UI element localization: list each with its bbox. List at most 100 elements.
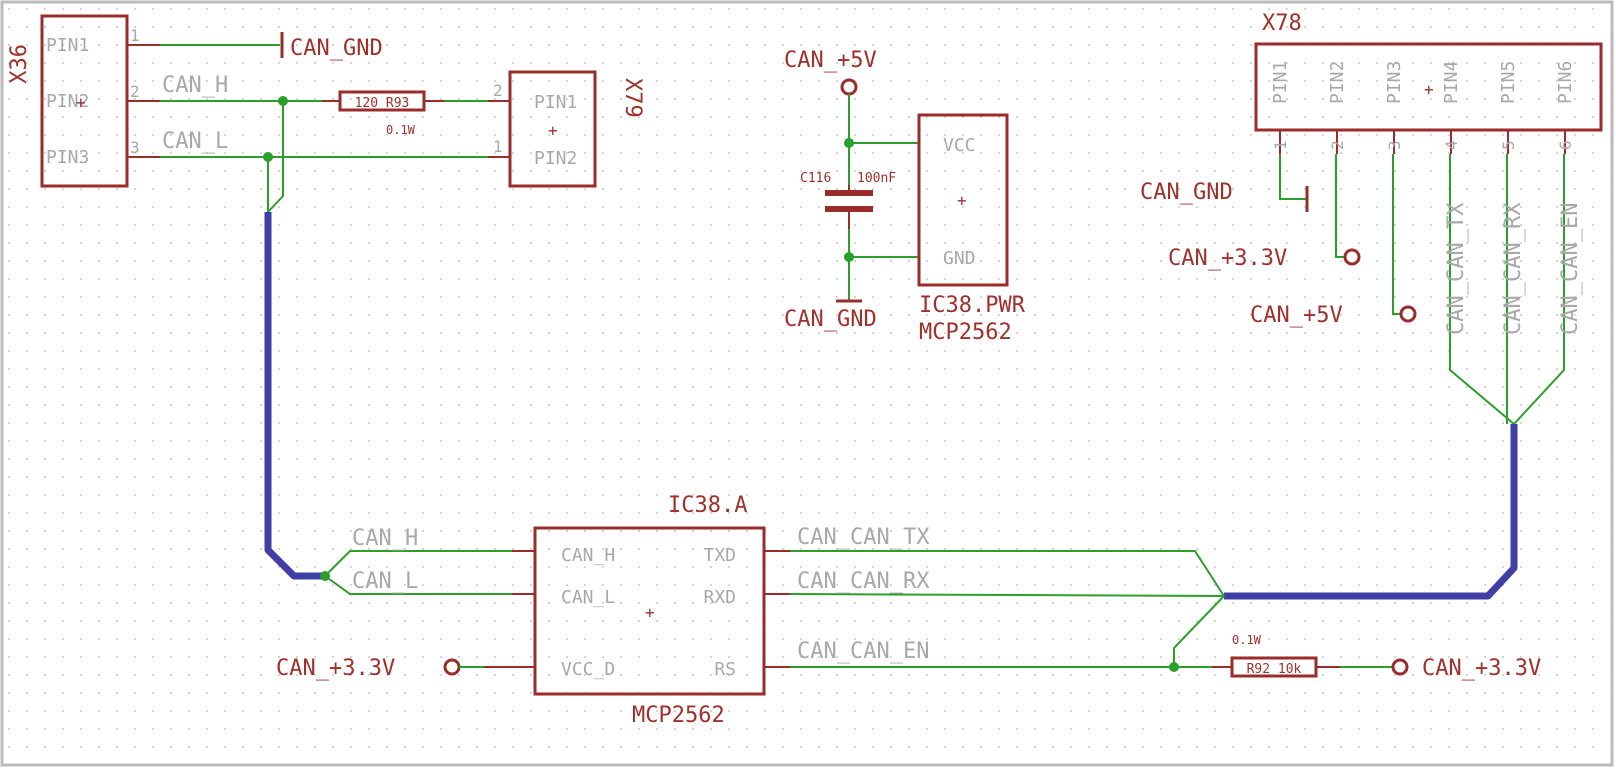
x79-pin-num-a: 2 <box>493 81 503 100</box>
x36-pin1-number: 1 <box>130 26 140 45</box>
ic38-pwr-value: MCP2562 <box>919 320 1012 345</box>
x78-net-tx-label: CAN_CAN_TX <box>1444 202 1469 335</box>
x79-pin-num-b: 1 <box>493 137 503 156</box>
x36-pin3-number: 3 <box>130 138 140 157</box>
x78-pins: PIN1 1 PIN2 2 PIN3 3 PIN4 4 PIN5 5 PIN6 6 <box>1270 61 1576 154</box>
x36-pin2-number: 2 <box>130 82 140 101</box>
x78-name: X78 <box>1262 11 1302 36</box>
x79-origin-mark: + <box>548 121 558 140</box>
wire-x78-5v[interactable] <box>1392 154 1400 315</box>
x78-pin-label: PIN3 <box>1384 61 1405 104</box>
x78-33v-symbol <box>1343 248 1361 266</box>
capacitor-c116[interactable]: C116 100nF <box>800 171 896 229</box>
ic-net-h-label: CAN_H <box>352 526 418 551</box>
x79-pin2-label: PIN2 <box>534 148 577 169</box>
wire-x78-en[interactable] <box>1513 154 1565 425</box>
ic38a-pin-canh: CAN_H <box>561 545 615 566</box>
x78-pin-label: PIN2 <box>1327 61 1348 104</box>
x78-33v-label: CAN_+3.3V <box>1168 246 1287 271</box>
bus-can-right[interactable] <box>1224 424 1518 600</box>
x36-pin1-label: PIN1 <box>46 35 89 56</box>
connector-x78[interactable]: X78 + <box>1254 11 1603 132</box>
supply-5v-label: CAN_+5V <box>784 48 877 73</box>
x78-5v-label: CAN_+5V <box>1250 303 1343 328</box>
resistor-r93[interactable]: 120 R93 0.1W <box>322 90 445 137</box>
r93-body-label: 120 R93 <box>355 96 410 111</box>
ic38a-pin-vccd: VCC_D <box>561 659 615 680</box>
junction-gnd <box>844 252 854 262</box>
x78-pin-label: PIN1 <box>1270 61 1291 104</box>
x36-origin-mark: + <box>76 93 86 112</box>
ic38a-body <box>533 526 766 696</box>
junction-en <box>1169 662 1179 672</box>
wire-x78-gnd[interactable] <box>1279 154 1307 200</box>
junction-bus-left <box>320 571 330 581</box>
ic-net-tx-label: CAN_CAN_TX <box>797 525 930 550</box>
x78-pin-number: 6 <box>1556 140 1575 150</box>
x78-net-en-label: CAN_CAN_EN <box>1558 203 1583 335</box>
ic38-pwr-name: IC38.PWR <box>919 293 1026 318</box>
wire-can-tx[interactable] <box>790 550 1225 597</box>
ic38-pwr[interactable]: VCC GND + IC38.PWR MCP2562 <box>917 113 1026 345</box>
r93-rating: 0.1W <box>386 123 416 137</box>
wire-can-l-bottom[interactable] <box>324 575 530 595</box>
resistor-r92[interactable]: R92 10k 0.1W <box>1212 633 1340 678</box>
connector-x36[interactable]: X36 PIN1 PIN2 PIN3 + 1 2 3 <box>7 14 160 188</box>
x78-pin-number: 4 <box>1442 140 1461 150</box>
wire-x78-tx[interactable] <box>1449 154 1515 425</box>
x79-pin1-label: PIN1 <box>534 92 577 113</box>
ic38-pwr-pin-vcc: VCC <box>943 135 976 156</box>
x36-pin2-label: PIN2 <box>46 91 89 112</box>
x78-pin-number: 3 <box>1385 140 1404 150</box>
ic-net-rx-label: CAN_CAN_RX <box>797 569 930 594</box>
ic-net-l-label: CAN_L <box>352 569 418 594</box>
ic38a-pin-canl: CAN_L <box>561 587 615 608</box>
x36-net-l-label: CAN_L <box>162 129 228 154</box>
c116-name: C116 <box>800 171 831 186</box>
x78-pin-label: PIN4 <box>1441 61 1462 104</box>
x36-name: X36 <box>7 44 32 84</box>
c116-value: 100nF <box>857 171 896 186</box>
ic38a[interactable]: IC38.A CAN_H CAN_L VCC_D TXD RXD RS + MC… <box>484 493 790 728</box>
junction-vcc <box>844 138 854 148</box>
power-gnd-label: CAN_GND <box>784 307 877 332</box>
ic38a-supply-33v[interactable]: CAN_+3.3V <box>276 656 461 681</box>
x78-pin-number: 1 <box>1271 140 1290 150</box>
x78-body <box>1254 42 1603 132</box>
x79-name: X79 <box>620 78 645 118</box>
x78-pin-label: PIN6 <box>1555 61 1576 104</box>
x78-origin-mark: + <box>1424 80 1434 99</box>
ic38a-value: MCP2562 <box>632 703 725 728</box>
x78-pin-number: 5 <box>1499 140 1518 150</box>
x78-pin-number: 2 <box>1328 140 1347 150</box>
wire-can-h-bottom[interactable] <box>324 550 530 577</box>
ic38a-pin-rs: RS <box>714 659 736 680</box>
bus-can-left[interactable] <box>264 212 325 580</box>
x36-pin3-label: PIN3 <box>46 147 89 168</box>
supply-5v[interactable]: CAN_+5V <box>784 48 877 96</box>
ic38a-pin-txd: TXD <box>703 545 736 566</box>
ic38a-origin-mark: + <box>645 603 655 622</box>
wire-can-rx[interactable] <box>789 593 1225 597</box>
x79-body <box>508 70 597 188</box>
x78-pin-label: PIN5 <box>1498 61 1519 104</box>
r92-supply-symbol <box>1391 658 1409 676</box>
wire-can-h-to-bus[interactable] <box>267 101 284 213</box>
ic38a-name: IC38.A <box>668 493 747 518</box>
r92-supply-label: CAN_+3.3V <box>1422 656 1541 681</box>
r92-supply-33v[interactable]: CAN_+3.3V <box>1391 656 1541 681</box>
wire-en-to-bus[interactable] <box>1173 595 1225 667</box>
connector-x79[interactable]: 2 1 PIN1 PIN2 + X79 <box>488 70 645 188</box>
ic38-pwr-body <box>917 113 1009 287</box>
x78-net-rx-label: CAN_CAN_RX <box>1501 202 1526 335</box>
x78-5v-symbol <box>1399 305 1417 323</box>
r92-rating: 0.1W <box>1232 633 1262 647</box>
wire-x78-33v[interactable] <box>1335 154 1344 258</box>
ic-net-en-label: CAN_CAN_EN <box>797 639 929 664</box>
ic38a-pin-rxd: RXD <box>703 587 736 608</box>
x36-net-h-label: CAN_H <box>162 73 228 98</box>
x36-gnd-label: CAN_GND <box>290 36 383 61</box>
